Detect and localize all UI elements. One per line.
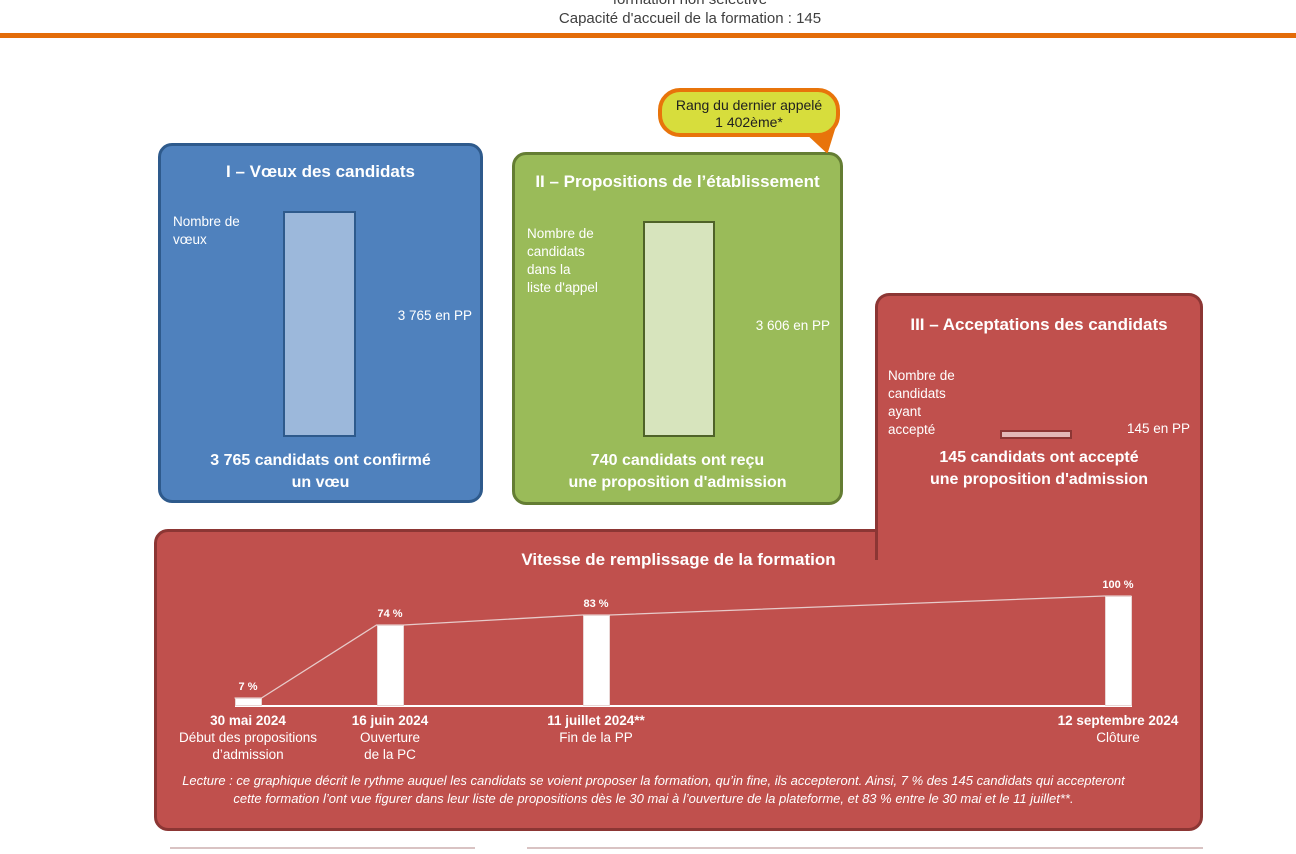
timeline-connector-line — [234, 595, 1132, 699]
timeline-bar-3 — [582, 615, 610, 706]
acceptances-caption: 145 candidats ont accepté une propositio… — [929, 449, 1149, 488]
last-called-rank-callout: Rang du dernier appelé 1 402ème* — [658, 88, 840, 137]
callout-line1: Rang du dernier appelé — [675, 97, 823, 113]
wishes-axis-label: Nombre de vœux — [173, 214, 240, 247]
wishes-bar-value: 3 765 en PP — [397, 308, 472, 323]
acceptances-box: III – Acceptations des candidats Nombre … — [875, 293, 1203, 560]
proposals-bar — [643, 221, 715, 437]
timeline-date-label: 11 juillet 2024**Fin de la PP — [547, 713, 645, 745]
proposals-box: II – Propositions de l’établissement Nom… — [512, 152, 843, 505]
timeline-bar-value-label: 100 % — [1102, 579, 1134, 591]
wishes-bar — [283, 211, 356, 437]
timeline-baseline — [235, 705, 1132, 707]
next-section-edge — [170, 847, 475, 849]
callout-line2: 1 402ème* — [715, 114, 783, 130]
acceptances-title: III – Acceptations des candidats — [910, 315, 1168, 334]
formation-type-label: formation non sélective — [0, 0, 1296, 8]
lecture-note: Lecture : ce graphique décrit le rythme … — [182, 773, 1125, 806]
timeline-bar-4 — [1104, 596, 1132, 706]
wishes-title: I – Vœux des candidats — [226, 162, 415, 181]
proposals-caption: 740 candidats ont reçu une proposition d… — [568, 452, 787, 491]
proposals-title: II – Propositions de l’établissement — [535, 172, 820, 191]
wishes-box: I – Vœux des candidats Nombre de vœux 3 … — [158, 143, 483, 503]
orange-divider — [0, 33, 1296, 38]
filling-speed-title: Vitesse de remplissage de la formation — [521, 550, 836, 569]
capacity-label: Capacité d'accueil de la formation : 145 — [558, 10, 822, 27]
proposals-bar-value: 3 606 en PP — [755, 318, 830, 333]
acceptances-bar-value: 145 en PP — [1126, 421, 1190, 436]
wishes-caption: 3 765 candidats ont confirmé un vœu — [210, 452, 431, 491]
next-section-edge — [527, 847, 1203, 849]
acceptances-bar — [1000, 430, 1072, 439]
timeline-bar-value-label: 74 % — [377, 608, 403, 620]
proposals-axis-label: Nombre de candidats dans la liste d'appe… — [527, 226, 598, 295]
timeline-bar-1 — [234, 698, 262, 706]
acceptances-axis-label: Nombre de candidats ayant accepté — [888, 368, 955, 437]
timeline-bar-2 — [376, 625, 404, 706]
timeline-bar-value-label: 83 % — [583, 598, 609, 610]
timeline-bar-value-label: 7 % — [238, 681, 258, 693]
filling-speed-box: Vitesse de remplissage de la formation 7… — [154, 529, 1203, 831]
